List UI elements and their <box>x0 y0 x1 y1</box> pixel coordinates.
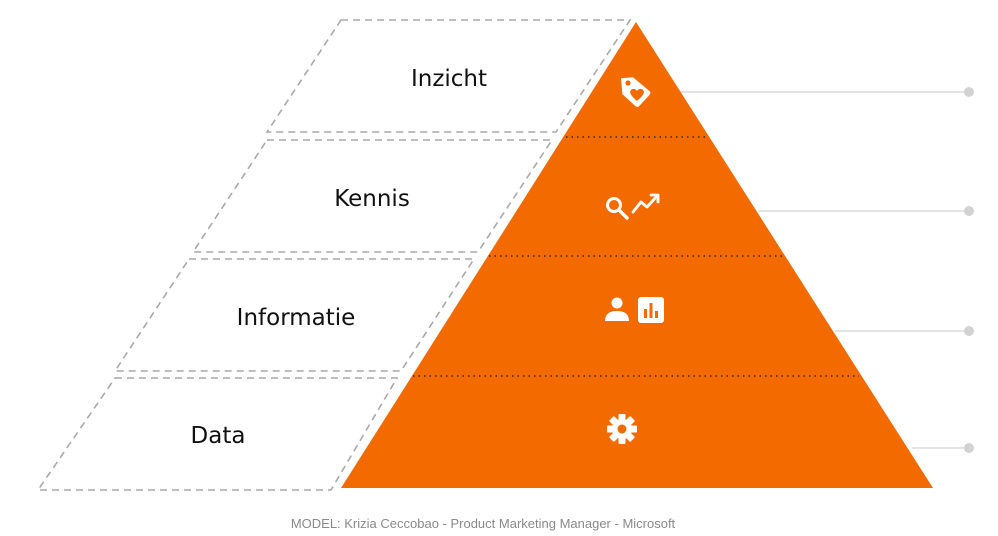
gear-icon <box>607 414 637 444</box>
level-label-data: Data <box>191 423 246 449</box>
connector-dot-kennis <box>964 206 974 216</box>
panel-informatie <box>113 258 476 372</box>
panel-inzicht <box>265 19 632 133</box>
person-chart-icon <box>605 297 664 323</box>
dashed-panels <box>36 19 632 491</box>
level-dividers <box>413 136 859 377</box>
connector-dot-data <box>964 443 974 453</box>
connector-dot-inzicht <box>964 87 974 97</box>
search-trend-icon <box>606 193 660 220</box>
level-label-informatie: Informatie <box>237 305 356 331</box>
level-label-inzicht: Inzicht <box>411 66 487 92</box>
level-label-kennis: Kennis <box>334 186 410 212</box>
pyramid <box>341 22 933 488</box>
panel-kennis <box>191 139 554 253</box>
connector-dot-informatie <box>964 326 974 336</box>
tag-heart-icon <box>621 77 651 107</box>
connectors <box>680 87 974 453</box>
model-caption: MODEL: Krizia Ceccobao - Product Marketi… <box>290 516 676 531</box>
panel-data <box>36 377 399 491</box>
